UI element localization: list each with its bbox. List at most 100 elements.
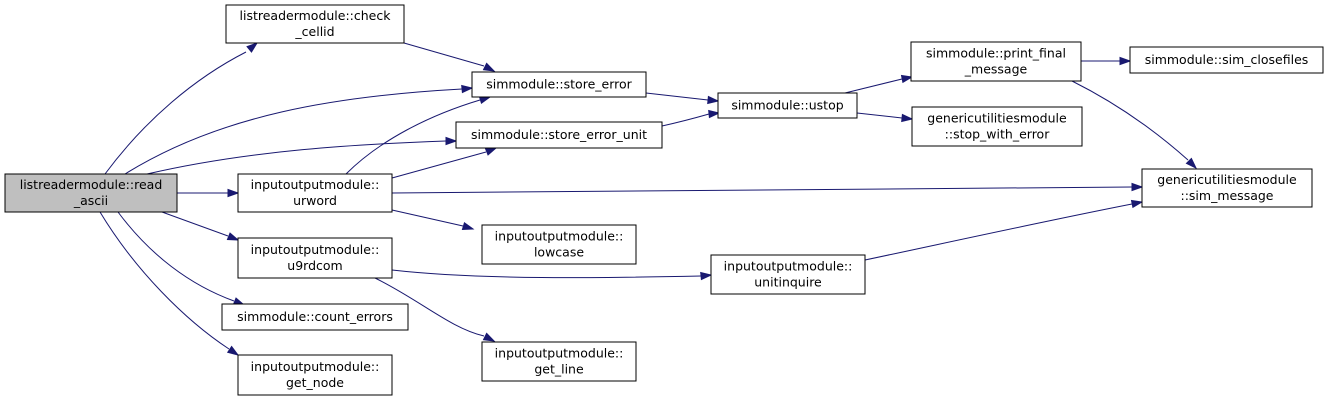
node-label-line: _ascii (73, 193, 108, 208)
arrowhead (708, 109, 721, 119)
node-unitinquire[interactable]: inputoutputmodule::unitinquire (710, 254, 866, 295)
node-urword[interactable]: inputoutputmodule::urword (237, 173, 393, 213)
node-label-line: inputoutputmodule:: (724, 259, 853, 274)
node-box (237, 354, 393, 396)
node-box (717, 92, 858, 119)
edge-u9rdcom-to-unitinquire (391, 269, 713, 281)
nodes-layer: listreadermodule::read_asciilistreadermo… (4, 4, 1324, 396)
node-box (455, 121, 663, 149)
edge-print_final_message-to-sim_closefiles (1081, 56, 1132, 66)
node-box (1141, 168, 1313, 208)
node-get_line[interactable]: inputoutputmodule::get_line (481, 341, 637, 382)
arrowhead (461, 84, 474, 94)
node-store_error[interactable]: simmodule::store_error (471, 71, 647, 98)
node-label-line: simmodule::sim_closefiles (1145, 52, 1309, 67)
node-store_error_unit[interactable]: simmodule::store_error_unit (455, 121, 663, 149)
node-box (710, 254, 866, 295)
arrowhead (1185, 157, 1198, 170)
edge-print_final_message-to-sim_message (1071, 80, 1198, 170)
node-label-line: simmodule::store_error_unit (471, 127, 647, 142)
node-ustop[interactable]: simmodule::ustop (717, 92, 858, 119)
node-label-line: inputoutputmodule:: (495, 346, 624, 361)
node-label-line: inputoutputmodule:: (495, 229, 624, 244)
node-count_errors[interactable]: simmodule::count_errors (221, 303, 409, 331)
node-label-line: ::stop_with_error (945, 127, 1051, 142)
edge-read_ascii-to-u9rdcom (161, 211, 240, 241)
node-label-line: simmodule::store_error (486, 77, 632, 92)
edge-read_ascii-to-check_cellid (104, 42, 259, 175)
node-box (471, 71, 647, 98)
node-label-line: simmodule::count_errors (237, 309, 393, 324)
node-label-line: simmodule::ustop (731, 98, 843, 113)
node-box (237, 173, 393, 213)
node-label-line: get_node (286, 375, 344, 390)
node-label-line: _message (964, 62, 1028, 77)
node-read_ascii[interactable]: listreadermodule::read_ascii (4, 173, 178, 213)
node-lowcase[interactable]: inputoutputmodule::lowcase (481, 224, 637, 265)
arrowhead (1130, 199, 1144, 209)
node-label-line: genericutilitiesmodule (1157, 172, 1297, 187)
node-label-line: inputoutputmodule:: (251, 359, 380, 374)
edge-read_ascii-to-urword (177, 188, 240, 198)
edge-read_ascii-to-store_error (124, 84, 474, 175)
node-label-line: u9rdcom (287, 258, 342, 273)
arrowhead (478, 95, 492, 105)
node-box (910, 41, 1082, 82)
node-box (4, 173, 178, 213)
arrowhead (227, 188, 240, 198)
arrowhead (707, 95, 720, 105)
edge-read_ascii-to-get_node (99, 211, 240, 356)
arrowhead (1119, 56, 1132, 66)
edge-urword-to-lowcase (391, 209, 475, 231)
edge-ustop-to-stop_with_error (856, 112, 914, 123)
edge-check_cellid-to-store_error (403, 42, 496, 72)
node-box (481, 341, 637, 382)
node-check_cellid[interactable]: listreadermodule::check_cellid (225, 4, 405, 44)
node-label-line: listreadermodule::check (240, 8, 392, 23)
edge-unitinquire-to-sim_message (864, 199, 1144, 261)
node-box (221, 303, 409, 331)
node-box (225, 4, 405, 44)
node-label-line: ::sim_message (1180, 188, 1273, 203)
node-sim_message[interactable]: genericutilitiesmodule::sim_message (1141, 168, 1313, 208)
node-print_final_message[interactable]: simmodule::print_final_message (910, 41, 1082, 82)
arrowhead (1131, 182, 1144, 192)
node-stop_with_error[interactable]: genericutilitiesmodule::stop_with_error (911, 106, 1083, 147)
node-label-line: urword (293, 193, 337, 208)
node-label-line: get_line (534, 362, 584, 377)
node-get_node[interactable]: inputoutputmodule::get_node (237, 354, 393, 396)
node-box (237, 237, 393, 279)
node-label-line: unitinquire (754, 275, 822, 290)
node-label-line: _cellid (294, 24, 334, 39)
node-label-line: inputoutputmodule:: (251, 177, 380, 192)
arrowhead (484, 147, 498, 156)
arrowhead (482, 62, 496, 72)
node-box (1129, 46, 1324, 74)
arrowhead (226, 232, 240, 241)
node-label-line: lowcase (534, 245, 584, 260)
edge-store_error_unit-to-ustop (661, 109, 721, 127)
arrowhead (246, 42, 259, 53)
arrowhead (226, 345, 240, 356)
node-box (911, 106, 1083, 147)
edge-ustop-to-print_final_message (844, 74, 914, 94)
arrowhead (901, 113, 914, 123)
node-sim_closefiles[interactable]: simmodule::sim_closefiles (1129, 46, 1324, 74)
arrowhead (482, 332, 496, 342)
edge-store_error-to-ustop (645, 92, 720, 105)
edge-read_ascii-to-count_errors (117, 211, 246, 306)
arrowhead (445, 136, 458, 146)
arrowhead (900, 74, 914, 84)
node-label-line: genericutilitiesmodule (927, 111, 1067, 126)
node-label-line: simmodule::print_final (926, 46, 1066, 61)
edge-u9rdcom-to-get_line (374, 277, 496, 342)
node-label-line: listreadermodule::read (20, 177, 163, 192)
node-box (481, 224, 637, 265)
edge-urword-to-sim_message (391, 182, 1144, 194)
arrowhead (700, 271, 713, 281)
edge-urword-to-store_error_unit (391, 147, 498, 179)
node-label-line: inputoutputmodule:: (251, 242, 380, 257)
arrowhead (461, 221, 475, 231)
node-u9rdcom[interactable]: inputoutputmodule::u9rdcom (237, 237, 393, 279)
